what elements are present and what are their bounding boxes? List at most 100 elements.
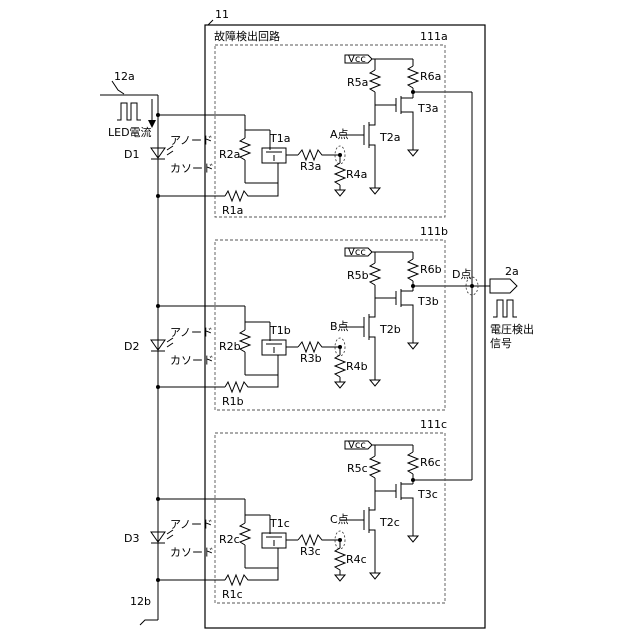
resistor-r2b-label: R2b bbox=[219, 340, 241, 353]
led-d3-cathode-label: カソード bbox=[170, 546, 214, 559]
resistor-r2a-label: R2a bbox=[219, 148, 240, 161]
transistor-t2b-label: T2b bbox=[379, 323, 401, 336]
resistor-r2c bbox=[240, 523, 250, 545]
resistor-r6a bbox=[408, 66, 418, 88]
led-d1-anode-label: アノード bbox=[170, 134, 213, 147]
stage-a-ref: 111a bbox=[420, 30, 448, 43]
stage-a-anode-node bbox=[156, 113, 160, 117]
transistor-t2a-label: T2a bbox=[379, 131, 400, 144]
resistor-r4a-label: R4a bbox=[346, 168, 367, 181]
frame-title: 故障検出回路 bbox=[214, 29, 280, 43]
output-terminal-2a-label: 2a bbox=[505, 265, 519, 278]
frame-ref-label: 11 bbox=[215, 8, 229, 21]
led-d2-light-icon bbox=[167, 338, 173, 347]
resistor-r2c-label: R2c bbox=[219, 533, 240, 546]
led-d3-light-icon bbox=[167, 530, 173, 539]
transistor-t3b bbox=[401, 291, 413, 343]
stage-a-cathode-node bbox=[156, 194, 160, 198]
transistor-t1c-label: T1c bbox=[269, 517, 290, 530]
led-d2-label: D2 bbox=[124, 340, 139, 353]
resistor-r1a-label: R1a bbox=[222, 204, 243, 217]
resistor-r1a bbox=[225, 163, 278, 201]
stage-c-anode-node bbox=[156, 497, 160, 501]
transistor-t2c-label: T2c bbox=[379, 516, 400, 529]
resistor-r3b bbox=[298, 342, 340, 352]
vcc-label-c: Vcc bbox=[348, 440, 366, 451]
resistor-r5a-label: R5a bbox=[347, 76, 368, 89]
resistor-r3a-label: R3a bbox=[300, 160, 321, 173]
transistor-t3c bbox=[401, 484, 413, 536]
resistor-r4b bbox=[335, 355, 345, 377]
voltage-pulse-icon bbox=[493, 300, 517, 317]
led-d1-label: D1 bbox=[124, 148, 139, 161]
transistor-t1a-label: T1a bbox=[269, 132, 290, 145]
resistor-r5c bbox=[370, 456, 380, 478]
ground-icon bbox=[408, 536, 418, 542]
resistor-r6c bbox=[408, 452, 418, 474]
node-d-junction bbox=[470, 284, 474, 288]
transistor-t2a bbox=[369, 110, 375, 188]
stage-b-anode-node bbox=[156, 304, 160, 308]
led-d2-cathode-label: カソード bbox=[170, 354, 214, 367]
resistor-r1c-label: R1c bbox=[222, 588, 243, 601]
detection-stage-b: 111b D2 アノード カソード R1b R2b T1b R3b B点 R4b bbox=[124, 225, 448, 410]
led-d2-anode-label: アノード bbox=[170, 326, 213, 339]
resistor-r3c-label: R3c bbox=[300, 545, 321, 558]
vcc-label-a: Vcc bbox=[348, 54, 366, 65]
resistor-r4c-label: R4c bbox=[346, 553, 367, 566]
voltage-signal-label-1: 電圧検出 bbox=[490, 322, 534, 336]
vcc-label-b: Vcc bbox=[348, 247, 366, 258]
led-d1-cathode-label: カソード bbox=[170, 162, 214, 175]
resistor-r2a bbox=[240, 138, 250, 160]
output-terminal-leader bbox=[140, 620, 158, 625]
resistor-r4c bbox=[335, 548, 345, 570]
transistor-t3a bbox=[401, 98, 413, 150]
stage-c-ref: 111c bbox=[420, 418, 447, 431]
resistor-r4b-label: R4b bbox=[346, 360, 368, 373]
resistor-r5b bbox=[370, 263, 380, 285]
resistor-r3b-label: R3b bbox=[300, 352, 322, 365]
transistor-t2c bbox=[369, 495, 375, 573]
resistor-r4a bbox=[335, 163, 345, 185]
resistor-r6c-label: R6c bbox=[420, 456, 441, 469]
transistor-t3b-label: T3b bbox=[417, 295, 439, 308]
resistor-r3c bbox=[298, 535, 340, 545]
ground-icon bbox=[335, 190, 345, 196]
ground-icon bbox=[408, 150, 418, 156]
ground-icon bbox=[408, 343, 418, 349]
resistor-r6b bbox=[408, 259, 418, 281]
ground-icon bbox=[370, 573, 380, 579]
led-current-label: LED電流 bbox=[108, 125, 152, 139]
transistor-t3c-label: T3c bbox=[417, 488, 438, 501]
resistor-r2b bbox=[240, 330, 250, 352]
led-d3-label: D3 bbox=[124, 532, 139, 545]
output-terminal-2a bbox=[490, 279, 517, 293]
output-terminal-label: 12b bbox=[130, 595, 151, 608]
resistor-r1c bbox=[225, 548, 278, 585]
stage-c-cathode-node bbox=[156, 578, 160, 582]
transistor-t3a-label: T3a bbox=[417, 102, 438, 115]
led-d1-light-icon bbox=[167, 146, 173, 155]
stage-b-cathode-node bbox=[156, 385, 160, 389]
led-d3-anode-label: アノード bbox=[170, 518, 213, 531]
resistor-r1b bbox=[225, 355, 278, 392]
transistor-t2b bbox=[369, 302, 375, 380]
resistor-r1b-label: R1b bbox=[222, 395, 244, 408]
transistor-t1b-label: T1b bbox=[269, 324, 291, 337]
ground-icon bbox=[335, 382, 345, 388]
ground-icon bbox=[335, 575, 345, 581]
input-terminal-label: 12a bbox=[114, 70, 135, 83]
node-d-label: D点 bbox=[452, 268, 471, 281]
resistor-r5c-label: R5c bbox=[347, 462, 368, 475]
frame-ref-leader bbox=[208, 20, 213, 25]
resistor-r3a bbox=[298, 150, 340, 160]
detection-stage-c: 111c D3 アノード カソード R1c R2c T1c R3c C点 R4c bbox=[124, 418, 447, 603]
resistor-r6b-label: R6b bbox=[420, 263, 442, 276]
resistor-r5b-label: R5b bbox=[347, 269, 369, 282]
pulse-waveform-icon bbox=[117, 103, 141, 120]
ground-icon bbox=[370, 380, 380, 386]
stage-b-ref: 111b bbox=[420, 225, 448, 238]
ground-icon bbox=[370, 188, 380, 194]
